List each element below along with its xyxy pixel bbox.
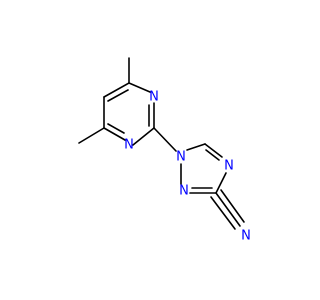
atom-n3-pyrimidine: N: [124, 138, 134, 153]
bond-c5-n4-inner: [205, 149, 220, 161]
bond-c4-c5: [103, 82, 130, 98]
bond-nitrile-2: [220, 189, 245, 223]
bond-c6-n3-inner: [107, 123, 125, 134]
atom-n1-pyrimidine: N: [149, 90, 159, 105]
bond-nitrile-3: [210, 196, 236, 230]
bond-c6-methyl: [78, 127, 105, 144]
molecule-structure: N N N N N N: [78, 57, 251, 244]
atom-n4-triazole: N: [224, 159, 234, 174]
bond-n3-c2: [132, 127, 155, 146]
bond-n1-c5: [186, 143, 206, 151]
bond-nitrile-1: [215, 192, 241, 227]
molecule-diagram: N N N N N N: [78, 57, 251, 244]
bond-n1-c4: [128, 82, 151, 93]
atom-n1-triazole: N: [176, 150, 186, 165]
atom-n-nitrile: N: [241, 229, 251, 244]
bond-c4-c5-inner: [107, 89, 129, 102]
bond-c6-n3: [103, 127, 126, 141]
bond-n4-c3: [215, 172, 227, 194]
bond-c5-n4: [204, 143, 223, 158]
bond-c2-triazole: [153, 127, 177, 152]
atom-n2-triazole: N: [179, 184, 189, 199]
